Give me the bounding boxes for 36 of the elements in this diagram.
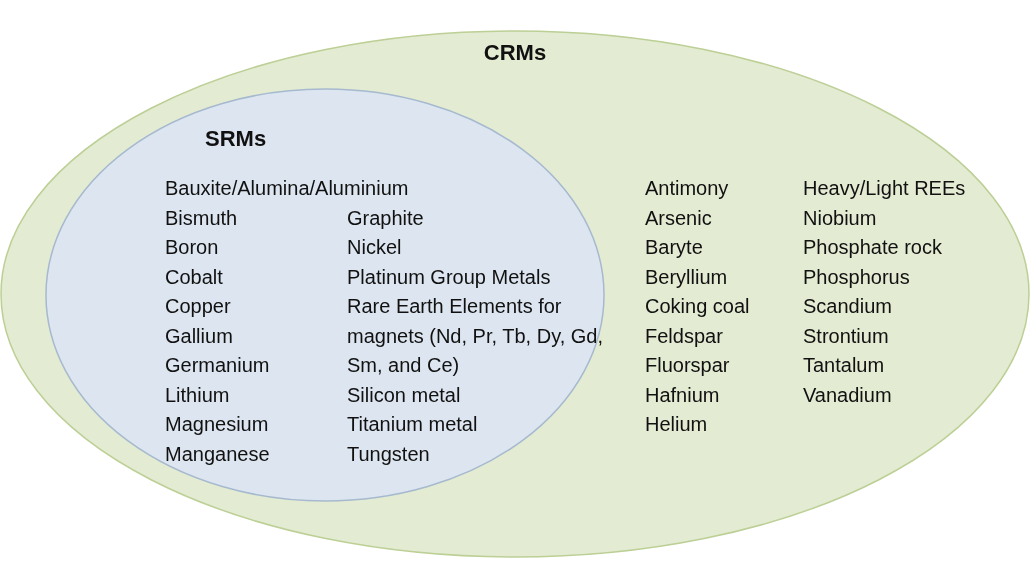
material-name: Copper (165, 294, 232, 319)
material-name: Helium (645, 412, 709, 437)
material-name: Lithium (165, 382, 231, 408)
material-name: Feldspar (645, 323, 724, 349)
material-name: Boron (165, 235, 220, 260)
material-name: Antimony (645, 176, 730, 201)
material-name: Scandium (803, 294, 893, 319)
material-name: Germanium (165, 353, 271, 378)
material-name: Rare Earth Elements for magnets (Nd, Pr, Tb, Dy, Gd, Sm, and Ce) (347, 294, 604, 378)
material-name: Coking coal (645, 294, 751, 319)
material-name: Cobalt (165, 264, 224, 290)
material-name: Tantalum (803, 353, 886, 378)
material-name: Baryte (645, 235, 704, 260)
material-name: Beryllium (645, 264, 729, 290)
material-name: Strontium (803, 323, 890, 349)
material-name: Phosphorus (803, 264, 911, 290)
set-title: SRMs (205, 126, 267, 152)
material-name: Magnesium (165, 412, 270, 437)
material-name: Gallium (165, 323, 234, 349)
material-name: Vanadium (803, 382, 893, 408)
material-name: Silicon metal (347, 382, 462, 408)
material-name: Tungsten (347, 441, 431, 467)
material-name: Titanium metal (347, 412, 479, 437)
material-name: Nickel (347, 235, 403, 260)
material-name: Arsenic (645, 205, 713, 231)
set-title: CRMs (482, 40, 548, 66)
material-name: Bismuth (165, 205, 239, 231)
material-name: Fluorspar (645, 353, 731, 378)
material-name: Bauxite/Alumina/Aluminium (165, 176, 410, 201)
material-name: Niobium (803, 205, 878, 231)
material-name: Phosphate rock (803, 235, 943, 260)
material-name: Heavy/Light REEs (803, 176, 967, 201)
material-name: Platinum Group Metals (347, 264, 552, 290)
material-name: Hafnium (645, 382, 721, 408)
material-name: Graphite (347, 205, 425, 231)
material-name: Manganese (165, 441, 271, 467)
